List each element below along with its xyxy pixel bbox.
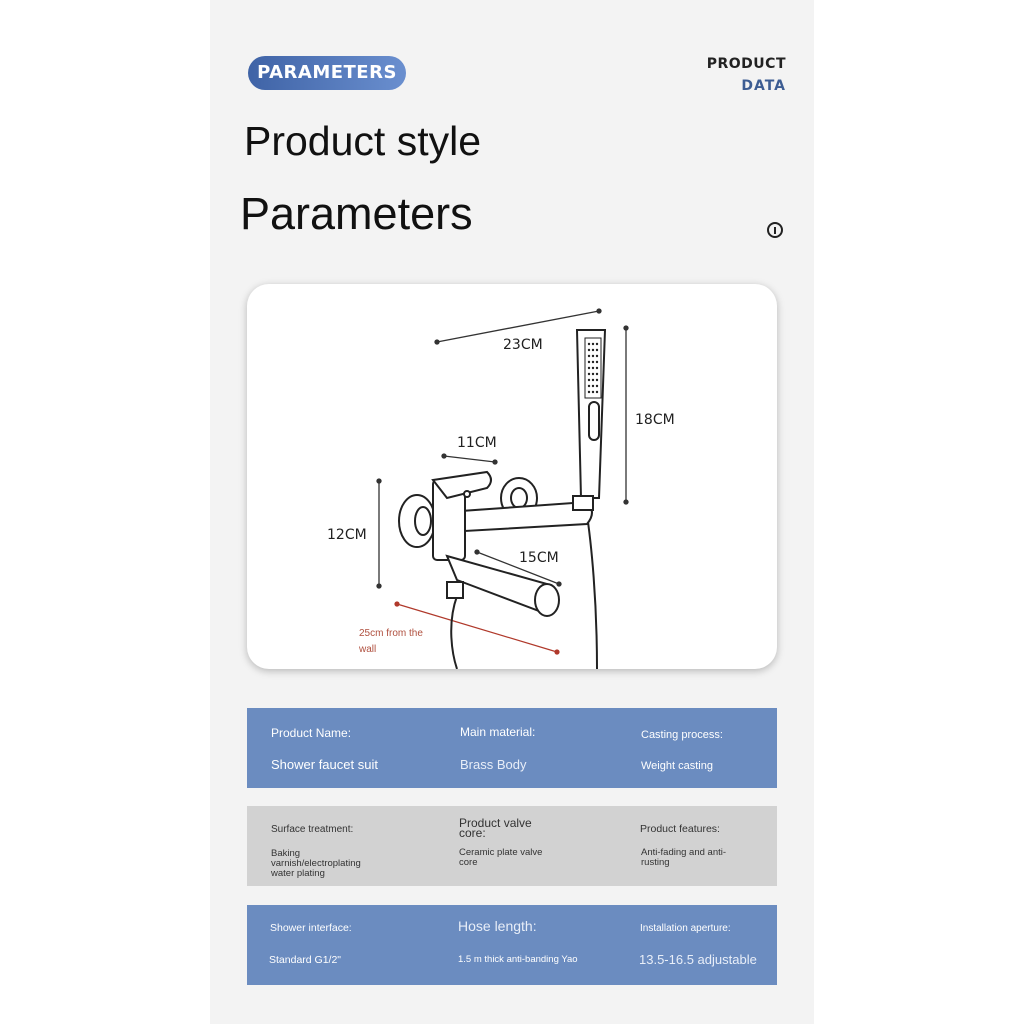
dimension-line-wall — [396, 603, 558, 653]
dimension-label-width: 23CM — [503, 337, 543, 353]
spec-label-hose-length: Hose length: — [458, 918, 537, 934]
spec-value-shower-interface: Standard G1/2" — [269, 954, 342, 966]
page-title-line2: Parameters — [240, 188, 473, 239]
corner-label-product: PRODUCT — [706, 56, 786, 72]
spec-label-product-name: Product Name: — [271, 726, 352, 740]
spec-row-2: Surface treatment: Baking varnish/electr… — [247, 806, 777, 886]
spec-value-installation-aperture: 13.5-16.5 adjustable — [639, 952, 757, 967]
spec-label-casting-process: Casting process: — [641, 729, 723, 741]
dimension-label-height: 12CM — [327, 527, 367, 543]
spec-value-hose-length: 1.5 m thick anti-banding Yao — [458, 954, 578, 965]
spec-row-1: Product Name: Shower faucet suit Main ma… — [247, 708, 777, 788]
corner-label-data: DATA — [741, 78, 786, 94]
parameters-badge: PARAMETERS — [248, 56, 406, 90]
spec-label-main-material: Main material: — [460, 725, 536, 739]
showerhead-nozzles — [584, 337, 602, 399]
spec-value-product-name: Shower faucet suit — [271, 757, 378, 772]
dimension-label-handset: 18CM — [635, 412, 675, 428]
spec-row-3: Shower interface: Standard G1/2" Hose le… — [247, 905, 777, 985]
spec-label-installation-aperture: Installation aperture: — [640, 923, 731, 934]
spec-value-main-material: Brass Body — [460, 757, 527, 772]
spec-label-surface-treatment: Surface treatment: — [271, 824, 354, 835]
info-icon — [767, 222, 783, 238]
spec-value-casting-process: Weight casting — [641, 760, 713, 772]
spec-value-product-features: Anti-fading and anti-rusting — [641, 847, 727, 868]
page-title-line1: Product style — [244, 118, 481, 164]
wall-distance-note: 25cm from the wall — [359, 628, 423, 655]
dimension-label-spacing: 11CM — [457, 435, 497, 451]
spec-label-shower-interface: Shower interface: — [270, 922, 352, 934]
spec-value-surface-treatment: Baking varnish/electroplating water plat… — [271, 848, 361, 879]
product-parameters-page: PARAMETERS PRODUCT DATA Product style Pa… — [210, 0, 814, 1024]
dimension-label-spout: 15CM — [519, 550, 559, 566]
dimension-line-spout — [476, 551, 560, 585]
dimension-line-spacing — [443, 455, 496, 463]
spec-value-valve-core: Ceramic plate valve core — [459, 847, 543, 868]
faucet-illustration — [376, 308, 629, 669]
faucet-dimension-diagram: 23CM 18CM 11CM 12CM 15CM 25cm from the w… — [247, 284, 777, 669]
spec-label-valve-core: Product valve core: — [459, 816, 532, 840]
dimension-line-width — [436, 310, 600, 343]
spec-label-product-features: Product features: — [640, 823, 720, 835]
